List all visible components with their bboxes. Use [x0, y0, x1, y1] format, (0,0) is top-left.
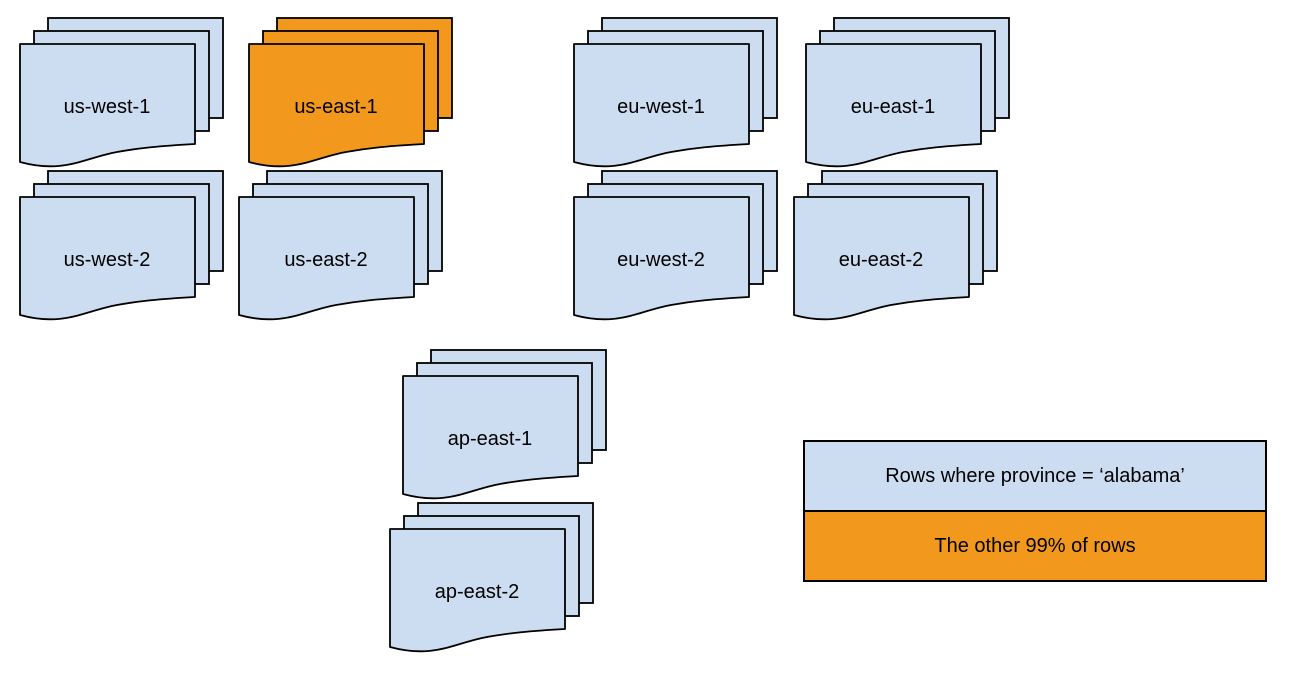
document-stack-graphic: us-west-1: [19, 17, 224, 168]
legend: Rows where province = ‘alabama’ The othe…: [803, 440, 1267, 582]
document-stack-graphic: eu-east-2: [793, 170, 998, 321]
document-front-sheet: [573, 196, 750, 321]
document-stack-graphic: eu-west-2: [573, 170, 778, 321]
document-stack-eu-west-1: eu-west-1: [573, 17, 779, 173]
document-front-sheet: [805, 43, 982, 168]
stack-label: eu-east-1: [851, 96, 936, 118]
document-stack-us-west-2: us-west-2: [19, 170, 225, 326]
document-stack-graphic: eu-east-1: [805, 17, 1010, 168]
document-stack-graphic: us-east-2: [238, 170, 443, 321]
stack-label: ap-east-2: [435, 581, 520, 603]
document-front-sheet: [573, 43, 750, 168]
stack-label: eu-west-1: [617, 96, 705, 118]
document-stack-graphic: ap-east-2: [389, 502, 594, 653]
document-stack-us-east-1: us-east-1: [248, 17, 454, 173]
document-front-sheet: [19, 196, 196, 321]
document-stack-eu-west-2: eu-west-2: [573, 170, 779, 326]
document-stack-ap-east-2: ap-east-2: [389, 502, 595, 658]
legend-item-other-rows: The other 99% of rows: [805, 510, 1265, 580]
document-stack-graphic: us-west-2: [19, 170, 224, 321]
document-stack-eu-east-2: eu-east-2: [793, 170, 999, 326]
document-front-sheet: [248, 43, 425, 168]
document-front-sheet: [19, 43, 196, 168]
stack-label: ap-east-1: [448, 428, 533, 450]
stack-label: us-west-2: [64, 249, 151, 271]
document-stack-us-west-1: us-west-1: [19, 17, 225, 173]
stack-label: eu-east-2: [839, 249, 924, 271]
stack-label: us-east-2: [284, 249, 367, 271]
document-stack-graphic: us-east-1: [248, 17, 453, 168]
document-stack-graphic: eu-west-1: [573, 17, 778, 168]
document-front-sheet: [402, 375, 579, 500]
document-stack-ap-east-1: ap-east-1: [402, 349, 608, 505]
legend-item-label: The other 99% of rows: [934, 534, 1136, 557]
document-stack-graphic: ap-east-1: [402, 349, 607, 500]
legend-item-alabama-rows: Rows where province = ‘alabama’: [805, 442, 1265, 510]
stack-label: us-east-1: [294, 96, 377, 118]
document-front-sheet: [238, 196, 415, 321]
document-front-sheet: [389, 528, 566, 653]
legend-item-label: Rows where province = ‘alabama’: [885, 464, 1185, 487]
document-stack-eu-east-1: eu-east-1: [805, 17, 1011, 173]
stack-label: eu-west-2: [617, 249, 705, 271]
document-stack-us-east-2: us-east-2: [238, 170, 444, 326]
stack-label: us-west-1: [64, 96, 151, 118]
document-front-sheet: [793, 196, 970, 321]
